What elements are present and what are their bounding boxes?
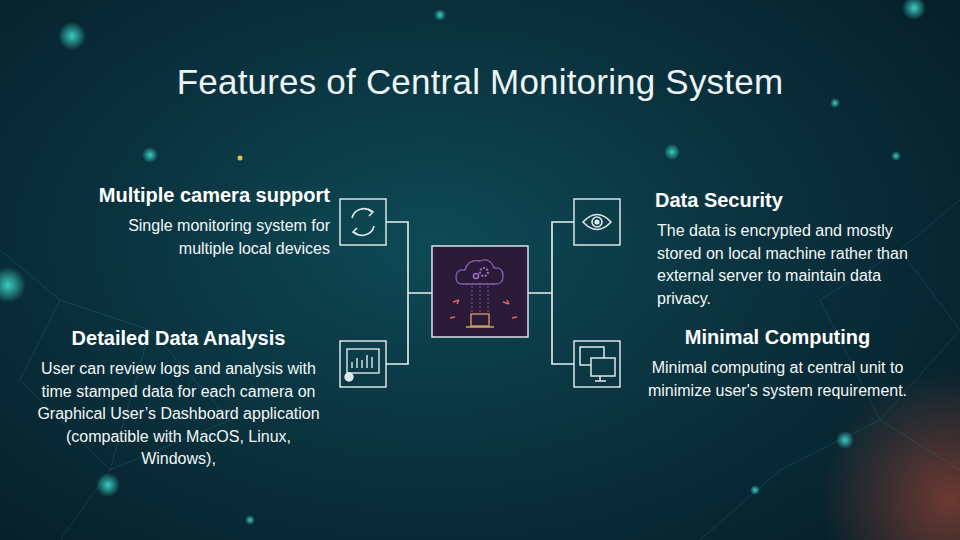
chart-icon: [345, 349, 379, 381]
eye-icon: [583, 215, 611, 230]
cloud-illustration: [432, 246, 528, 337]
feature-description: User can review logs and analysis with t…: [36, 358, 321, 471]
feature-heading: Detailed Data Analysis: [36, 326, 321, 350]
feature-description: Minimal computing at central unit to min…: [645, 357, 910, 402]
connector-lines: [386, 222, 574, 364]
feature-heading: Multiple camera support: [40, 183, 330, 207]
network-lines: [0, 200, 960, 540]
feature-block: Multiple camera supportSingle monitoring…: [40, 183, 330, 260]
feature-heading: Data Security: [655, 188, 930, 212]
feature-block: Data SecurityThe data is encrypted and m…: [655, 188, 930, 310]
feature-description: Single monitoring system for multiple lo…: [80, 215, 330, 260]
feature-heading: Minimal Computing: [645, 325, 910, 349]
monitors-icon: [580, 347, 615, 381]
icon-boxes: [340, 199, 620, 387]
cycle-icon: [352, 209, 374, 236]
feature-block: Minimal ComputingMinimal computing at ce…: [645, 325, 910, 402]
feature-block: Detailed Data AnalysisUser can review lo…: [36, 326, 321, 471]
slide-title: Features of Central Monitoring System: [0, 62, 960, 102]
feature-description: The data is encrypted and mostly stored …: [657, 220, 919, 310]
